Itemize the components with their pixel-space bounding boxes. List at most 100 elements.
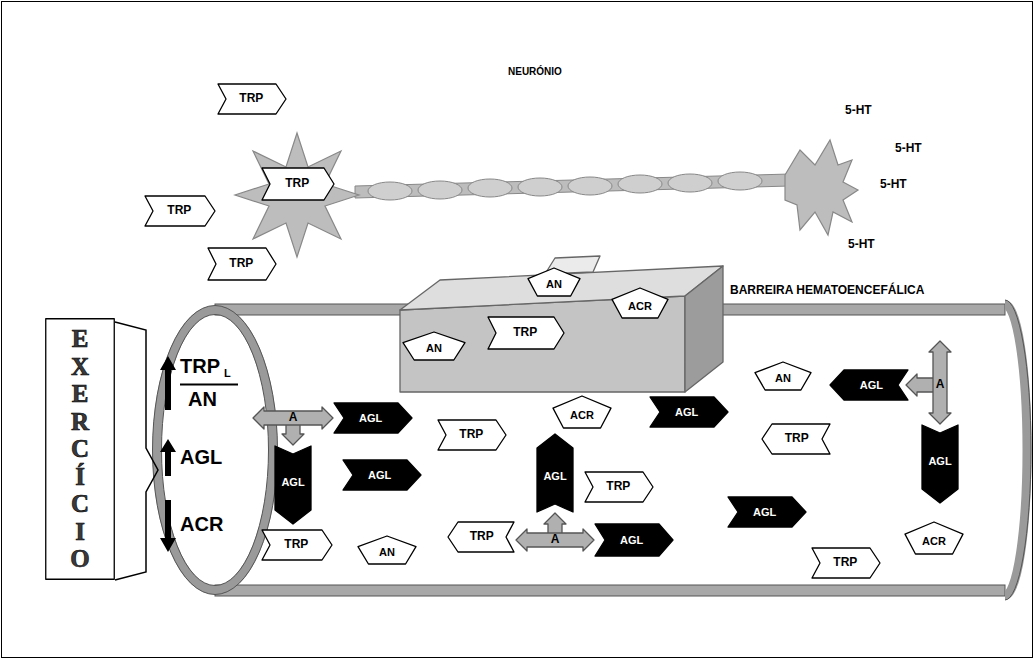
- molecule-label: TRP: [606, 480, 630, 494]
- myelin-segment: [518, 178, 562, 196]
- fatty-acid-molecule: AGL: [334, 403, 412, 433]
- molecule-label: TRP: [459, 428, 483, 442]
- molecule-label: TRP: [285, 177, 309, 191]
- tryptophan-molecule: TRP: [438, 420, 506, 450]
- myelin-segment: [368, 182, 412, 200]
- vessel-opening-outline: [162, 315, 269, 586]
- fatty-acid-molecule: AGL: [922, 425, 958, 503]
- neuron-label-holder: NEURÓNIO: [508, 66, 562, 78]
- amino-acid-molecule-outline: [528, 268, 580, 296]
- fatty-acid-molecule: AGL: [650, 397, 728, 427]
- blood-brain-barrier-outline: [400, 266, 723, 310]
- myelin-segment: [468, 179, 512, 197]
- molecule-label: AGL: [359, 412, 382, 425]
- fatty-acid-molecule-outline: [275, 446, 311, 524]
- tryptophan-molecule: TRP: [262, 530, 332, 560]
- molecule-label: AN: [546, 278, 562, 291]
- molecule-label: AN: [426, 342, 442, 355]
- free-subscript-holder: L: [224, 367, 231, 380]
- vessel-wall: [215, 585, 1005, 596]
- albumin-carrier-shape: [905, 340, 965, 425]
- fatty-acid-change: AGL: [180, 446, 222, 469]
- molecule-label: TRP: [513, 326, 537, 340]
- molecule-label: ACR: [922, 535, 946, 548]
- tryptophan-molecule-outline: [262, 530, 332, 560]
- molecule-label: AGL: [368, 469, 391, 482]
- ratio-denominator-holder: AN: [188, 388, 217, 411]
- molecule-label: AGL: [281, 476, 304, 489]
- molecule-label: TRP: [239, 92, 263, 106]
- amino-acid-molecule: ACR: [553, 396, 611, 428]
- tryptophan-molecule-outline: [145, 196, 215, 226]
- serotonin-label: 5-HT: [845, 104, 872, 118]
- tryptophan-molecule-outline: [438, 420, 506, 450]
- neuron-label: NEURÓNIO: [508, 66, 562, 78]
- tryptophan-molecule: TRP: [448, 522, 514, 552]
- serotonin-label: 5-HT: [848, 238, 875, 252]
- vessel-opening-outline: [153, 306, 278, 595]
- tryptophan-molecule: TRP: [262, 168, 334, 200]
- vessel-opening: [157, 310, 273, 590]
- tryptophan-molecule: TRP: [488, 317, 564, 349]
- amino-acid-molecule: ACR: [905, 522, 963, 554]
- increase-arrow: [160, 356, 176, 410]
- tryptophan-molecule-outline: [448, 522, 514, 552]
- molecule-label: AGL: [675, 406, 698, 419]
- increase-arrow: [160, 439, 176, 476]
- myelin-segment: [568, 177, 612, 195]
- fatty-acid-molecule-outline: [650, 397, 728, 427]
- serotonin-label-holder: 5-HT: [895, 142, 922, 156]
- ratio-numerator-holder: TRP: [180, 355, 220, 378]
- amino-acid-molecule-outline: [905, 522, 963, 554]
- serotonin-label-holder: 5-HT: [848, 238, 875, 252]
- amino-acid-molecule-outline: [553, 396, 611, 428]
- fatty-acid-molecule-outline: [595, 524, 673, 556]
- serotonin-label-holder: 5-HT: [880, 178, 907, 192]
- molecule-label: AN: [379, 546, 395, 559]
- decrease-arrow: [160, 500, 176, 552]
- amino-acid-molecule: AN: [358, 536, 416, 564]
- tryptophan-molecule-outline: [208, 248, 276, 280]
- myelin-segment: [618, 175, 662, 193]
- tryptophan-molecule-outline: [262, 168, 334, 200]
- molecule-label: AGL: [860, 379, 883, 392]
- tryptophan-molecule-outline: [812, 548, 880, 578]
- blood-brain-barrier-outline: [400, 296, 685, 392]
- ratio-denominator: AN: [188, 388, 217, 411]
- albumin-carrier: A: [905, 340, 965, 425]
- tryptophan-molecule-outline: [488, 317, 564, 349]
- fatty-acid-molecule-outline: [343, 460, 421, 490]
- tryptophan-molecule-outline: [585, 472, 653, 502]
- molecule-label: A: [936, 378, 945, 392]
- molecule-label: ACR: [570, 409, 594, 422]
- albumin-carrier-outline: [253, 407, 333, 429]
- cell-body: [235, 133, 359, 257]
- molecule-label: TRP: [284, 538, 308, 552]
- fatty-acid-molecule-outline: [537, 434, 573, 512]
- molecule-label: A: [551, 533, 560, 547]
- myelin-segment: [668, 174, 712, 192]
- tryptophan-molecule: TRP: [218, 84, 286, 114]
- serotonin-label: 5-HT: [895, 142, 922, 156]
- molecule-label: TRP: [470, 530, 494, 544]
- serotonin-label-holder: 5-HT: [845, 104, 872, 118]
- amino-acid-molecule: AN: [403, 332, 465, 360]
- molecule-label: AGL: [928, 455, 951, 468]
- fatty-acid-molecule: AGL: [537, 434, 573, 512]
- myelin-segment: [718, 172, 762, 190]
- fatty-acid-molecule: AGL: [595, 524, 673, 556]
- exercise-bracket: [115, 322, 158, 580]
- barrier-label: BARREIRA HEMATOENCEFÁLICA: [730, 284, 924, 298]
- albumin-carrier-outline: [929, 341, 951, 424]
- molecule-label: AGL: [543, 470, 566, 483]
- exercise-box: EXERCÍCIO: [45, 318, 115, 580]
- tryptophan-molecule: TRP: [208, 248, 276, 280]
- exercise-label: EXERCÍCIO: [68, 325, 93, 573]
- amino-acid-change: ACR: [180, 513, 223, 536]
- tryptophan-molecule: TRP: [145, 196, 215, 226]
- albumin-carrier-outline: [516, 529, 594, 551]
- fatty-acid-molecule-outline: [334, 403, 412, 433]
- molecule-label: TRP: [833, 556, 857, 570]
- axon-terminal: [785, 140, 858, 235]
